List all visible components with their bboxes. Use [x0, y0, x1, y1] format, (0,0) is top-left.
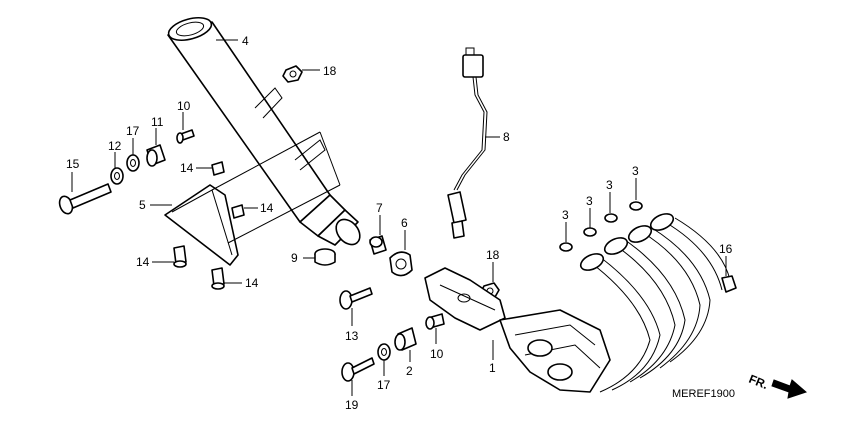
diagram-code: MEREF1900	[672, 388, 735, 400]
callout-14[interactable]: 14	[260, 201, 274, 215]
callout-5[interactable]: 5	[139, 198, 146, 212]
callout-10[interactable]: 10	[430, 347, 444, 361]
callout-1[interactable]: 1	[489, 361, 496, 375]
callout-15[interactable]: 15	[66, 157, 80, 171]
callout-3[interactable]: 3	[562, 208, 569, 222]
callout-leaders	[71, 39, 727, 396]
muffler-part[interactable]	[166, 14, 364, 250]
callout-19[interactable]: 19	[345, 398, 359, 412]
nut-18-top[interactable]	[282, 65, 303, 83]
bolt-13[interactable]	[339, 287, 373, 310]
direction-label: FR.	[747, 372, 770, 392]
callout-10[interactable]: 10	[177, 99, 191, 113]
callout-labels: 4 18 10 11 17 12 15 14 5 14 14 14 8 7 6 …	[66, 34, 733, 412]
callout-12[interactable]: 12	[108, 139, 122, 153]
callout-3[interactable]: 3	[632, 164, 639, 178]
nut-16[interactable]	[721, 275, 737, 293]
callout-3[interactable]: 3	[586, 194, 593, 208]
callout-11[interactable]: 11	[151, 115, 164, 129]
callout-18[interactable]: 18	[323, 64, 337, 78]
callout-18[interactable]: 18	[486, 248, 500, 262]
projection-lines	[211, 131, 341, 244]
clamp-6[interactable]	[389, 251, 413, 277]
callout-3[interactable]: 3	[606, 178, 613, 192]
callout-14[interactable]: 14	[136, 255, 150, 269]
bolts-14[interactable]	[173, 161, 245, 290]
callout-8[interactable]: 8	[503, 130, 510, 144]
callout-16[interactable]: 16	[719, 242, 733, 256]
front-direction-indicator: FR.	[747, 372, 807, 399]
callout-4[interactable]: 4	[242, 34, 249, 48]
callout-17[interactable]: 17	[126, 124, 140, 138]
mounting-hardware-lower[interactable]	[341, 313, 445, 382]
callout-17[interactable]: 17	[377, 378, 391, 392]
o2-sensor-part[interactable]	[447, 47, 488, 239]
callout-14[interactable]: 14	[180, 161, 194, 175]
rubber-9[interactable]	[314, 248, 336, 266]
callout-9[interactable]: 9	[291, 251, 298, 265]
callout-2[interactable]: 2	[406, 364, 413, 378]
callout-7[interactable]: 7	[376, 201, 383, 215]
callout-13[interactable]: 13	[345, 329, 359, 343]
mounting-hardware-left[interactable]	[57, 129, 195, 216]
exhaust-pipe-assembly[interactable]	[424, 211, 731, 393]
gaskets-3[interactable]	[559, 201, 643, 252]
callout-6[interactable]: 6	[401, 216, 408, 230]
callout-14[interactable]: 14	[245, 276, 259, 290]
collar-7[interactable]	[369, 235, 387, 255]
arrow-right-icon	[771, 379, 807, 399]
